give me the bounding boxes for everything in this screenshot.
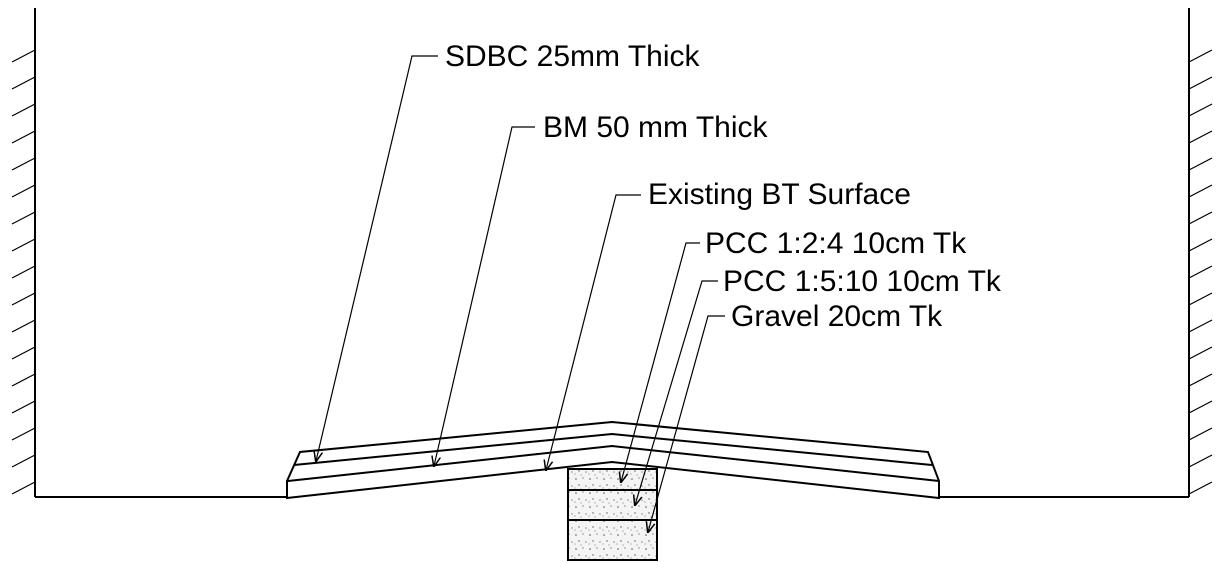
hatch-mark <box>1188 373 1213 387</box>
hatch-mark <box>1188 184 1213 198</box>
hatch-mark <box>11 373 36 387</box>
label-pcc-1510: PCC 1:5:10 10cm Tk <box>723 265 1002 298</box>
leader-sdbc <box>316 55 438 461</box>
hatch-mark <box>1188 454 1213 468</box>
hatch-mark <box>11 292 36 306</box>
hatch-mark <box>1188 319 1213 333</box>
right-wall <box>1188 8 1213 497</box>
hatch-mark <box>11 454 36 468</box>
left-wall <box>11 8 36 497</box>
hatch-mark <box>1188 211 1213 225</box>
hatch-mark <box>11 238 36 252</box>
leader-lines <box>316 55 725 532</box>
hatch-mark <box>1188 292 1213 306</box>
hatch-mark <box>11 76 36 90</box>
leader-existing <box>546 194 641 470</box>
foundation-block <box>567 468 658 561</box>
label-gravel: Gravel 20cm Tk <box>731 300 943 333</box>
leader-gravel <box>648 315 725 532</box>
hatch-mark <box>11 157 36 171</box>
hatch-mark <box>1188 481 1213 495</box>
leader-bm <box>434 126 535 466</box>
left-wall-hatching <box>11 49 36 495</box>
hatch-mark <box>1188 157 1213 171</box>
hatch-mark <box>1188 130 1213 144</box>
label-sdbc: SDBC 25mm Thick <box>445 40 701 73</box>
bm-layer-line <box>287 444 940 482</box>
leader-pcc1510 <box>635 280 718 505</box>
hatch-mark <box>11 346 36 360</box>
pavement-layers <box>286 420 940 500</box>
label-existing-bt: Existing BT Surface <box>648 178 911 211</box>
right-wall-hatching <box>1188 49 1213 495</box>
hatch-mark <box>11 184 36 198</box>
hatch-mark <box>1188 103 1213 117</box>
label-pcc-124: PCC 1:2:4 10cm Tk <box>705 227 967 260</box>
hatch-mark <box>1188 49 1213 63</box>
hatch-mark <box>11 319 36 333</box>
hatch-mark <box>1188 265 1213 279</box>
sdbc-layer-line <box>293 432 933 466</box>
hatch-mark <box>11 49 36 63</box>
label-bm: BM 50 mm Thick <box>543 111 768 144</box>
hatch-mark <box>11 130 36 144</box>
hatch-mark <box>11 400 36 414</box>
hatch-mark <box>11 427 36 441</box>
hatch-mark <box>11 211 36 225</box>
hatch-mark <box>1188 427 1213 441</box>
hatch-mark <box>11 103 36 117</box>
hatch-mark <box>1188 400 1213 414</box>
layer-labels: SDBC 25mm Thick BM 50 mm Thick Existing … <box>445 40 1002 333</box>
hatch-mark <box>11 481 36 495</box>
hatch-mark <box>11 265 36 279</box>
hatch-mark <box>1188 346 1213 360</box>
hatch-mark <box>1188 76 1213 90</box>
leader-pcc124 <box>621 242 700 482</box>
hatch-mark <box>1188 238 1213 252</box>
